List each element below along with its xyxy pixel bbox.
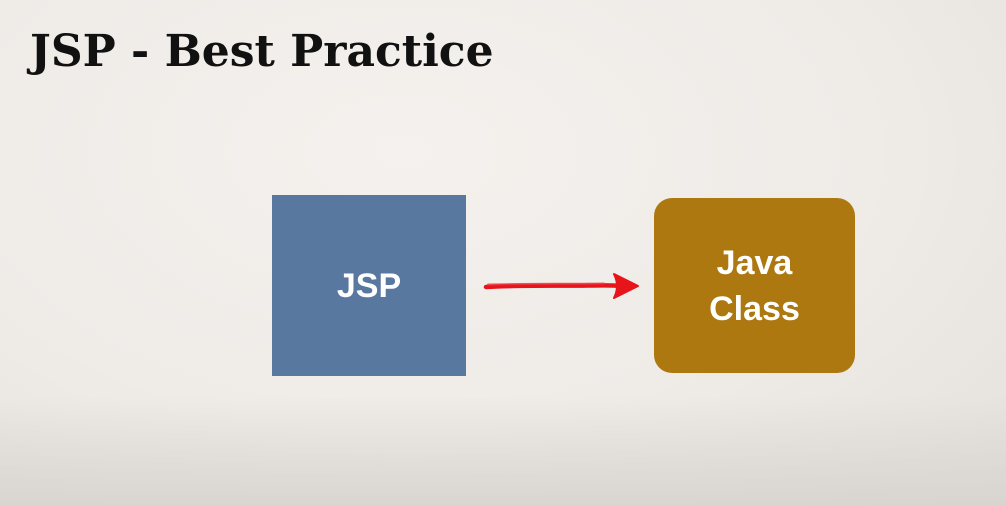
slide-title: JSP - Best Practice — [30, 26, 494, 77]
arrow-shaft — [483, 283, 627, 290]
jsp-node: JSP — [272, 195, 466, 376]
background-shade — [0, 396, 1006, 506]
arrow-shaft-sketch — [487, 282, 605, 286]
java-class-node: Java Class — [654, 198, 855, 373]
arrow-jsp-to-java-class — [483, 273, 639, 299]
arrow-head — [613, 273, 639, 299]
java-class-node-label: Java Class — [709, 243, 800, 328]
jsp-node-label: JSP — [336, 266, 402, 305]
